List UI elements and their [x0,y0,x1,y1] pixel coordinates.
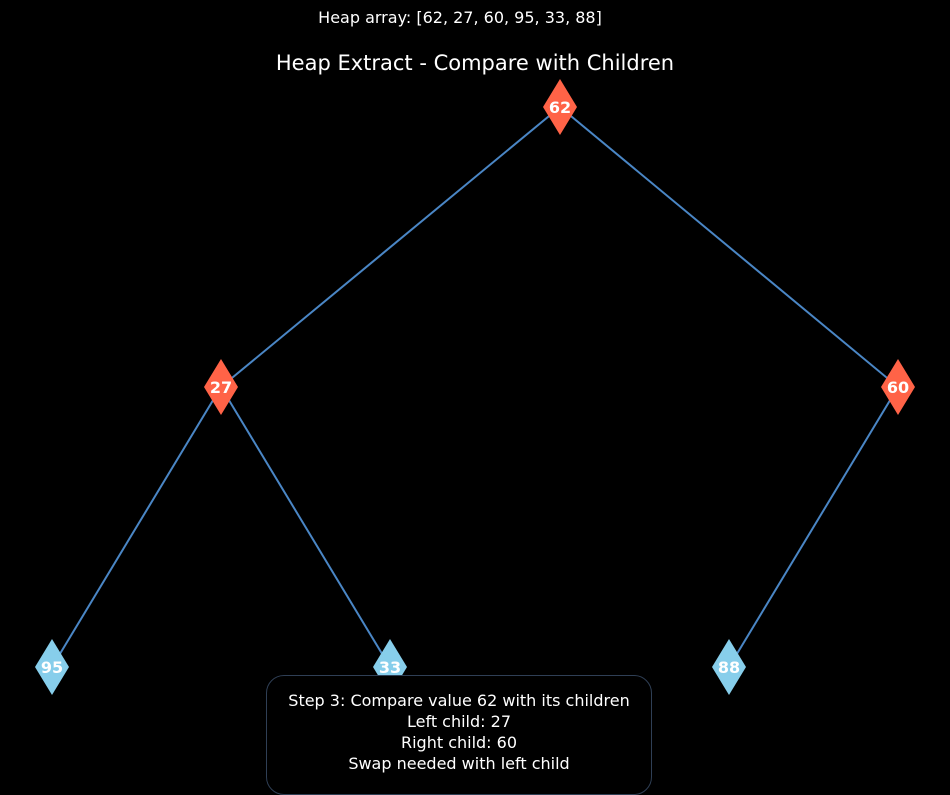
tree-node: 88 [712,639,746,695]
tree-node: 62 [543,79,577,135]
right-child-info: Right child: 60 [400,733,518,752]
tree-node: 95 [35,639,69,695]
node-diamond [543,79,577,135]
node-value-label: 60 [887,378,909,397]
tree-edges [51,106,899,668]
tree-node: 27 [204,359,238,415]
tree-edge [220,106,561,388]
tree-edge [220,386,391,668]
tree-nodes: 62 27 60 95 33 88 [35,79,915,695]
swap-info: Swap needed with left child [348,754,570,773]
step-info-line: Step 3: Compare value 62 with its childr… [288,691,630,710]
tree-node: 60 [881,359,915,415]
heap-array-caption: Heap array: [62, 27, 60, 95, 33, 88] [318,8,602,27]
tree-edge [51,386,222,668]
node-value-label: 88 [718,658,740,677]
tree-edge [728,386,899,668]
diagram-title: Heap Extract - Compare with Children [275,51,675,75]
tree-edge [559,106,899,388]
node-value-label: 95 [41,658,63,677]
node-value-label: 33 [379,658,401,677]
left-child-info: Left child: 27 [406,712,511,731]
step-info-box: Step 3: Compare value 62 with its childr… [266,675,652,795]
node-diamond [204,359,238,415]
node-diamond [35,639,69,695]
node-diamond [881,359,915,415]
node-diamond [712,639,746,695]
node-value-label: 27 [210,378,232,397]
node-value-label: 62 [549,98,571,117]
